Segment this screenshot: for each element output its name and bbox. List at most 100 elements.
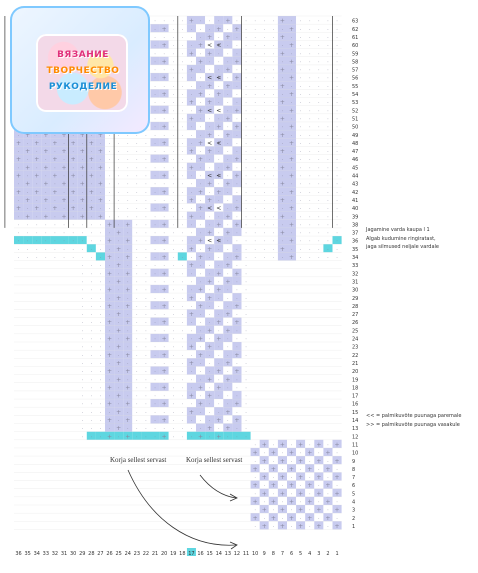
chart-cell [314, 113, 324, 122]
chart-cell [123, 138, 133, 147]
stitch-symbol: · [136, 214, 138, 220]
stitch-symbol: + [98, 197, 103, 204]
chart-cell [277, 195, 287, 204]
chart-cell [105, 227, 115, 237]
stitch-symbol: · [300, 500, 302, 506]
chart-cell [296, 170, 306, 179]
stitch-symbol: · [273, 76, 275, 82]
chart-cell [296, 121, 306, 131]
stitch-symbol: + [289, 124, 294, 131]
stitch-symbol: + [289, 75, 294, 82]
stitch-symbol: + [198, 205, 203, 212]
chart-cell [205, 195, 215, 204]
stitch-symbol: + [307, 482, 312, 489]
row-number: 50 [352, 125, 358, 131]
stitch-symbol: + [289, 189, 294, 196]
chart-cell [241, 268, 251, 277]
chart-cell [150, 415, 160, 424]
chart-cell [186, 187, 196, 196]
stitch-symbol: · [245, 206, 247, 212]
chart-cell [86, 390, 96, 400]
chart-cell [241, 407, 251, 416]
stitch-symbol: + [234, 107, 239, 114]
chart-cell [277, 456, 287, 465]
chart-cell [41, 211, 51, 220]
stitch-symbol: + [271, 499, 276, 506]
chart-cell [186, 431, 196, 440]
stitch-symbol: · [236, 92, 238, 98]
chart-cell [177, 146, 187, 155]
chart-cell [141, 284, 151, 294]
chart-cell [250, 162, 260, 171]
chart-cell [241, 252, 251, 261]
stitch-symbol: · [209, 418, 211, 424]
chart-cell [223, 252, 233, 261]
chart-cell [95, 423, 105, 432]
chart-cell [223, 342, 233, 351]
stitch-symbol: · [336, 59, 338, 65]
stitch-symbol: · [245, 27, 247, 33]
stitch-symbol: · [336, 100, 338, 106]
stitch-symbol: · [309, 100, 311, 106]
chart-cell [77, 309, 87, 318]
chart-cell [196, 121, 206, 131]
stitch-symbol: · [145, 157, 147, 163]
chart-cell [214, 162, 224, 171]
chart-cell [59, 211, 69, 220]
chart-cell [86, 154, 96, 163]
chart-cell [305, 227, 315, 237]
chart-cell [205, 89, 215, 98]
chart-cell [177, 276, 187, 285]
row-number: 34 [352, 255, 358, 261]
chart-cell [177, 309, 187, 318]
stitch-symbol: · [254, 239, 256, 245]
stitch-symbol: · [81, 222, 83, 228]
stitch-symbol: · [227, 125, 229, 131]
stitch-symbol: · [27, 231, 29, 237]
stitch-symbol: · [163, 279, 165, 285]
row-number: 10 [352, 451, 358, 457]
chart-cell [86, 179, 96, 188]
stitch-symbol: · [245, 434, 247, 440]
stitch-symbol: · [263, 133, 265, 139]
stitch-symbol: · [318, 174, 320, 180]
stitch-symbol: · [236, 279, 238, 285]
chart-cell [205, 268, 215, 277]
column-number: 5 [299, 551, 302, 557]
chart-cell [105, 423, 115, 432]
stitch-symbol: · [63, 231, 65, 237]
chart-cell [268, 505, 278, 514]
stitch-symbol: · [154, 353, 156, 359]
chart-cell [168, 342, 178, 351]
chart-cell [77, 130, 87, 139]
stitch-symbol: + [198, 91, 203, 98]
chart-cell [241, 113, 251, 122]
chart-cell [177, 170, 187, 179]
stitch-symbol: · [336, 68, 338, 74]
chart-cell [241, 73, 251, 82]
edge-labels: Korja sellest servast Korja sellest serv… [110, 456, 242, 464]
chart-cell [214, 154, 224, 163]
stitch-symbol: + [162, 58, 167, 65]
chart-cell [305, 121, 315, 131]
chart-cell [259, 146, 269, 155]
stitch-symbol: · [182, 410, 184, 416]
chart-cell [214, 24, 224, 33]
chart-cell [168, 382, 178, 391]
chart-cell [214, 268, 224, 277]
chart-cell [214, 390, 224, 400]
row-number: 24 [352, 337, 358, 343]
stitch-symbol: · [145, 337, 147, 343]
column-number: 3 [317, 551, 320, 557]
chart-cell [250, 24, 260, 33]
chart-cell [223, 219, 233, 228]
chart-cell [23, 146, 33, 155]
stitch-symbol: · [227, 353, 229, 359]
stitch-symbol: · [100, 206, 102, 212]
chart-cell [168, 431, 178, 440]
chart-cell [77, 390, 87, 400]
stitch-symbol: · [63, 239, 65, 245]
stitch-symbol: · [54, 231, 56, 237]
stitch-symbol: · [282, 255, 284, 261]
stitch-symbol: · [245, 68, 247, 74]
